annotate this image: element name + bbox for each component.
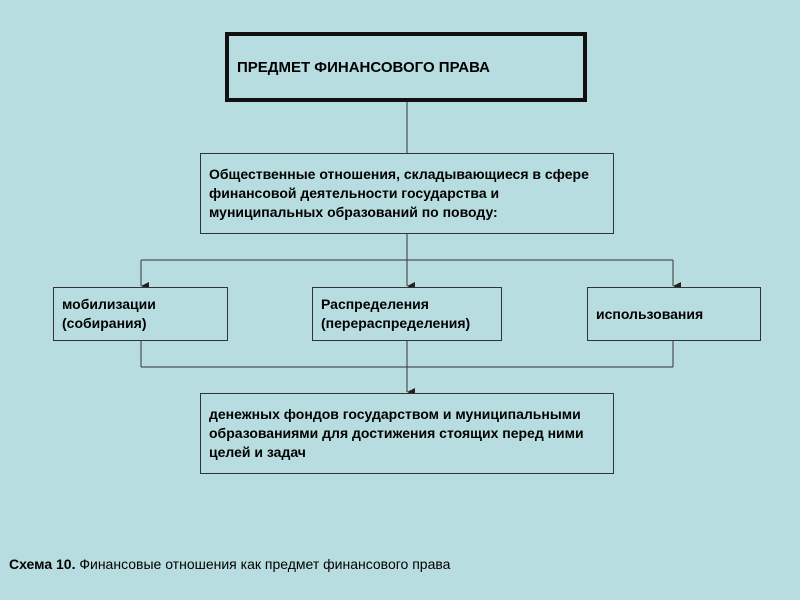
distribution-text: Распределения (перераспределения): [321, 296, 471, 331]
diagram-title-text: ПРЕДМЕТ ФИНАНСОВОГО ПРАВА: [237, 58, 491, 76]
distribution-box: Распределения (перераспределения): [312, 287, 502, 341]
usage-text: использования: [596, 305, 704, 322]
funds-text: денежных фондов государством и муниципал…: [209, 406, 584, 460]
caption-text: Финансовые отношения как предмет финансо…: [75, 556, 451, 572]
figure-caption: Схема 10. Финансовые отношения как предм…: [9, 556, 450, 572]
mobilization-text: мобилизации (собирания): [62, 296, 156, 331]
relations-text: Общественные отношения, складывающиеся в…: [209, 166, 589, 220]
relations-box: Общественные отношения, складывающиеся в…: [200, 153, 614, 234]
usage-box: использования: [587, 287, 761, 341]
mobilization-box: мобилизации (собирания): [53, 287, 228, 341]
caption-label: Схема 10.: [9, 556, 76, 572]
diagram-title-box: ПРЕДМЕТ ФИНАНСОВОГО ПРАВА: [225, 32, 587, 102]
funds-box: денежных фондов государством и муниципал…: [200, 393, 614, 474]
